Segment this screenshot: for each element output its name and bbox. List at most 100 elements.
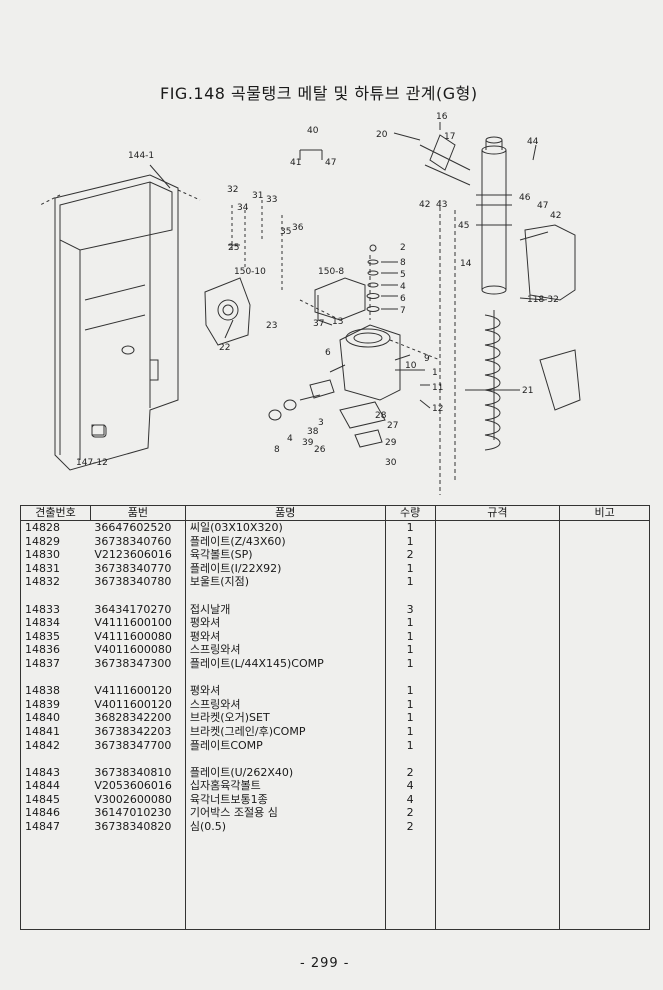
spacer-cell: [559, 670, 650, 685]
remarks-cell: [559, 820, 650, 834]
empty-cell: [90, 847, 185, 861]
empty-cell: [384, 874, 436, 889]
callout-label: 12: [432, 404, 443, 414]
callout-label: 35: [280, 227, 291, 237]
header-part-name: 품명: [184, 505, 386, 521]
diagram-drawing: [39, 122, 581, 495]
quantity-cell: 1: [384, 711, 436, 725]
ref-no-cell: 14837: [25, 656, 60, 670]
empty-cell: [559, 888, 650, 902]
empty-cell: [434, 915, 560, 930]
table-empty-row: [21, 847, 650, 861]
quantity-cell: 1: [384, 616, 436, 630]
part-no-cell: 36738342203: [94, 724, 172, 738]
spacer-cell: [184, 588, 386, 603]
part-no-cell: V4111600100: [94, 616, 172, 630]
empty-cell: [434, 874, 560, 889]
part-no-cell: V4111600120: [94, 684, 172, 698]
callout-label: 41: [290, 158, 301, 168]
part-name-cell: 플레이트(Z/43X60): [184, 534, 386, 549]
callout-label: 10: [405, 361, 417, 371]
part-name-cell: 플레이트COMP: [184, 738, 386, 753]
callout-label: 21: [522, 386, 533, 396]
empty-cell: [90, 888, 185, 902]
ref-no-cell: 14835: [25, 629, 60, 643]
empty-cell: [90, 834, 185, 848]
callout-label: 22: [219, 343, 230, 353]
part-no-cell: 36147010230: [94, 806, 172, 820]
spec-cell: [434, 792, 560, 807]
callout-label: 11: [432, 383, 443, 393]
empty-cell: [384, 915, 436, 930]
spec-cell: [434, 575, 560, 589]
spec-cell: [434, 520, 560, 535]
ref-no-cell: 14844: [25, 779, 60, 793]
part-name-cell: 스프링와셔: [184, 697, 386, 712]
spec-cell: [434, 629, 560, 644]
empty-cell: [21, 847, 91, 861]
table-header-row: 견출번호 품번 품명 수량 규격 비고: [20, 505, 650, 521]
callout-label: 150-10: [234, 267, 266, 277]
empty-cell: [184, 915, 386, 930]
callout-label: 16: [436, 112, 448, 122]
callout-label: 5: [400, 270, 406, 280]
spacer-cell: [434, 588, 560, 603]
callout-label: 4: [400, 282, 406, 292]
empty-cell: [384, 847, 436, 861]
callout-label: 25: [228, 243, 239, 253]
spacer-cell: [90, 589, 185, 603]
part-no-cell: 36738340810: [94, 765, 172, 779]
callout-label: 7: [400, 306, 406, 316]
ref-no-cell: 14831: [25, 561, 60, 575]
spacer-cell: [434, 752, 560, 766]
ref-no-cell: 14832: [25, 575, 60, 589]
quantity-cell: 4: [384, 792, 436, 807]
remarks-cell: [559, 629, 650, 644]
part-name-cell: 플레이트(I/22X92): [184, 561, 386, 576]
quantity-cell: 1: [384, 643, 436, 657]
spec-cell: [434, 534, 560, 549]
remarks-cell: [559, 697, 650, 712]
callout-label: 14: [460, 259, 472, 269]
table-empty-row: [21, 901, 650, 916]
remarks-cell: [559, 561, 650, 576]
part-no-cell: 36738347300: [94, 656, 172, 670]
spec-cell: [434, 548, 560, 562]
empty-cell: [559, 847, 650, 861]
quantity-cell: 2: [384, 806, 436, 821]
header-part-no: 품번: [89, 505, 186, 521]
ref-no-cell: 14838: [25, 684, 60, 698]
callout-label: 37: [313, 319, 324, 329]
spec-cell: [434, 724, 560, 739]
callout-label: 28: [375, 411, 387, 421]
empty-cell: [434, 860, 560, 875]
empty-cell: [90, 861, 185, 875]
header-spec: 규격: [434, 505, 561, 521]
spec-cell: [434, 820, 560, 834]
quantity-cell: 1: [384, 534, 436, 549]
spec-cell: [434, 602, 560, 617]
ref-no-cell: 14841: [25, 724, 60, 738]
part-no-cell: V4011600120: [94, 697, 172, 711]
spec-cell: [434, 697, 560, 712]
remarks-cell: [559, 575, 650, 589]
empty-cell: [21, 874, 91, 888]
empty-cell: [384, 860, 436, 875]
table-empty-row: [21, 915, 650, 930]
part-no-cell: V2053606016: [94, 779, 172, 793]
remarks-cell: [559, 792, 650, 807]
spacer-cell: [559, 752, 650, 766]
part-no-cell: 36647602520: [94, 521, 172, 534]
quantity-cell: 1: [384, 738, 436, 753]
spec-cell: [434, 561, 560, 576]
